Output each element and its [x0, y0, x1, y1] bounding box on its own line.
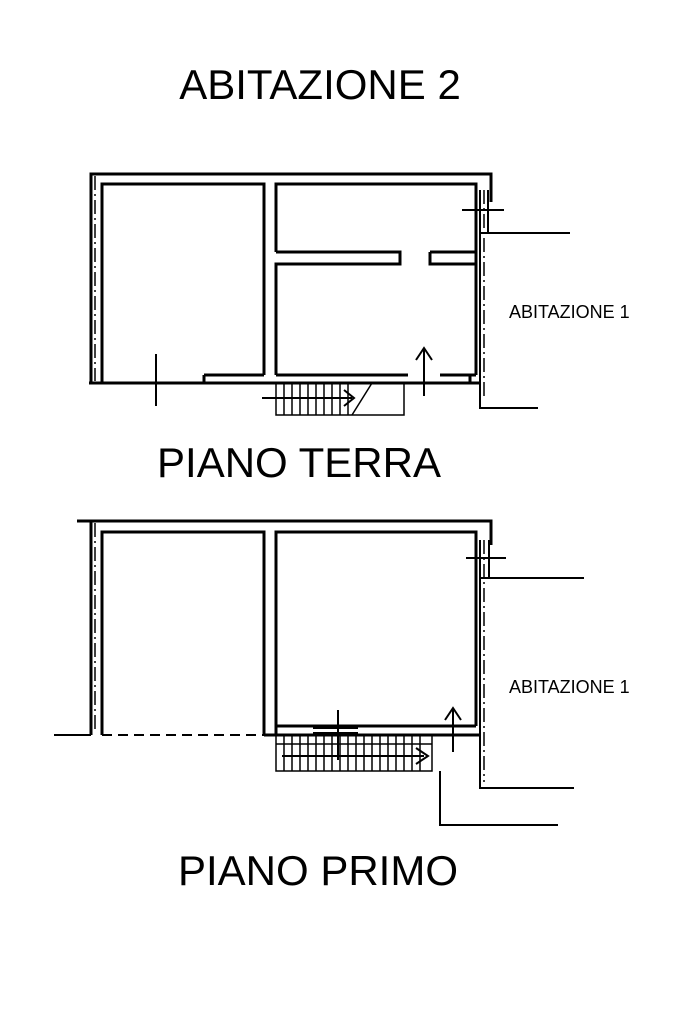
staircase — [262, 382, 405, 416]
page-title: ABITAZIONE 2 — [179, 61, 461, 108]
first-floor-neighbor-label: ABITAZIONE 1 — [509, 677, 630, 697]
entrance-arrow — [415, 346, 433, 396]
first-floor-title: PIANO PRIMO — [178, 847, 458, 894]
lower-boundary — [439, 771, 558, 826]
neighbor-boundary — [462, 190, 570, 409]
ground-floor-title: PIANO TERRA — [157, 439, 441, 486]
ground-floor-neighbor-label: ABITAZIONE 1 — [509, 302, 630, 322]
first-floor-plan — [54, 519, 584, 826]
entrance-arrow — [444, 706, 462, 752]
outer-walls — [89, 172, 493, 385]
staircase — [275, 735, 433, 772]
ground-floor-plan — [89, 172, 570, 416]
outer-walls — [77, 519, 493, 737]
neighbor-boundary — [466, 540, 584, 789]
